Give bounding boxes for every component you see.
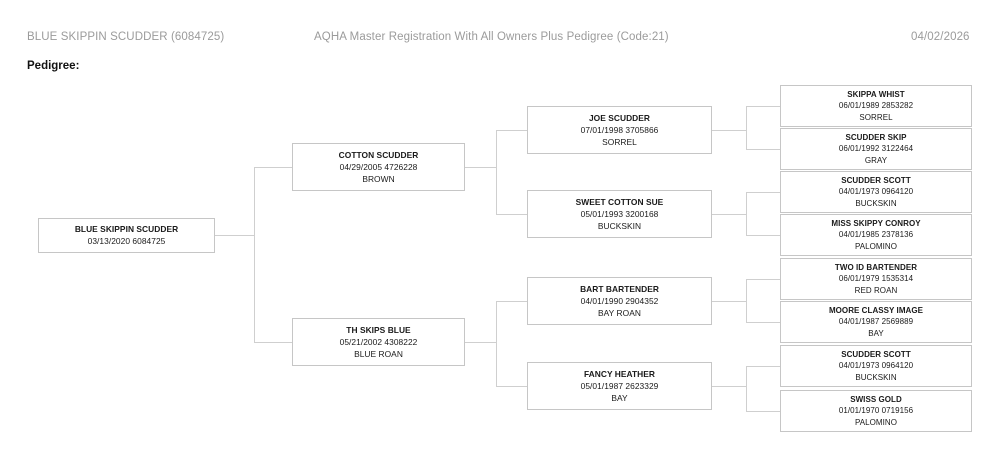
connector-riser-g0g1 <box>253 167 255 342</box>
node-date-registration: 01/01/1970 0719156 <box>838 406 914 416</box>
connector-branch-g0g1-a <box>253 167 292 168</box>
node-coat-color: BUCKSKIN <box>855 198 897 208</box>
node-coat-color: RED ROAN <box>854 285 898 295</box>
node-date-registration: 07/01/1998 3705866 <box>580 124 659 135</box>
node-coat-color: BUCKSKIN <box>855 372 897 382</box>
connector-stem-g1b <box>465 342 496 343</box>
node-name: SWEET COTTON SUE <box>575 196 664 207</box>
connector-branch-g2-3-b <box>746 411 780 412</box>
pedigree-node-g0-0[interactable]: BLUE SKIPPIN SCUDDER 03/13/2020 6084725 <box>38 217 215 253</box>
node-coat-color: BROWN <box>362 174 395 185</box>
connector-stem-g1a <box>465 167 496 168</box>
connector-riser-g2-3 <box>746 366 747 411</box>
node-name: TWO ID BARTENDER <box>834 262 918 272</box>
node-date-registration: 04/01/1973 0964120 <box>838 361 914 371</box>
connector-branch-g2-0-b <box>746 149 780 150</box>
node-date-registration: 06/01/1989 2853282 <box>838 101 914 111</box>
node-date-registration: 04/29/2005 4726228 <box>339 161 418 172</box>
node-date-registration: 04/01/1987 2569889 <box>838 317 914 327</box>
connector-branch-g2-2-a <box>746 279 780 280</box>
connector-stem-g2-0 <box>712 130 746 131</box>
pedigree-section-label: Pedigree: <box>27 60 80 72</box>
node-coat-color: SORREL <box>602 137 637 148</box>
connector-riser-g1a <box>496 130 497 214</box>
header-subject-title: BLUE SKIPPIN SCUDDER (6084725) <box>27 31 225 43</box>
node-name: SWISS GOLD <box>850 394 902 404</box>
node-date-registration: 03/13/2020 6084725 <box>87 236 166 246</box>
node-date-registration: 05/01/1987 2623329 <box>580 380 659 391</box>
connector-stem-g0g1 <box>215 235 254 236</box>
connector-branch-g1a-a <box>496 130 527 131</box>
connector-riser-g2-2 <box>746 279 747 322</box>
node-coat-color: BAY <box>611 393 628 404</box>
connector-branch-g1b-b <box>496 386 527 387</box>
node-coat-color: GRAY <box>864 155 888 165</box>
node-name: SCUDDER SCOTT <box>841 349 911 359</box>
node-name: SKIPPA WHIST <box>847 89 905 99</box>
node-name: BART BARTENDER <box>580 283 659 294</box>
node-date-registration: 04/01/1973 0964120 <box>838 187 914 197</box>
connector-branch-g2-0-a <box>746 106 780 107</box>
connector-branch-g1a-b <box>496 214 527 215</box>
connector-riser-g1b <box>496 301 497 386</box>
node-coat-color: BLUE ROAN <box>354 349 403 360</box>
connector-branch-g0g1-b <box>253 342 292 343</box>
node-name: BLUE SKIPPIN SCUDDER <box>74 223 179 234</box>
node-date-registration: 04/01/1990 2904352 <box>580 295 659 306</box>
node-name: COTTON SCUDDER <box>338 149 419 160</box>
node-name: SCUDDER SKIP <box>845 132 907 142</box>
node-name: JOE SCUDDER <box>588 112 651 123</box>
connector-stem-g2-3 <box>712 386 746 387</box>
node-coat-color: BAY <box>868 328 884 338</box>
connector-riser-g2-1 <box>746 192 747 235</box>
node-name: MISS SKIPPY CONROY <box>831 218 921 228</box>
node-coat-color: SORREL <box>859 112 893 122</box>
node-coat-color: PALOMINO <box>854 417 898 427</box>
header-date: 04/02/2026 <box>911 31 970 43</box>
connector-branch-g2-2-b <box>746 322 780 323</box>
node-name: FANCY HEATHER <box>583 368 656 379</box>
node-date-registration: 05/21/2002 4308222 <box>339 336 418 347</box>
connector-stem-g2-2 <box>712 301 746 302</box>
node-date-registration: 04/01/1985 2378136 <box>838 230 914 240</box>
node-coat-color: BAY ROAN <box>598 308 641 319</box>
node-date-registration: 06/01/1992 3122464 <box>838 144 914 154</box>
header-report-title: AQHA Master Registration With All Owners… <box>314 31 669 43</box>
node-date-registration: 05/01/1993 3200168 <box>580 208 659 219</box>
node-coat-color: PALOMINO <box>854 241 898 251</box>
connector-branch-g1b-a <box>496 301 527 302</box>
node-name: SCUDDER SCOTT <box>841 175 911 185</box>
node-name: MOORE CLASSY IMAGE <box>828 305 924 315</box>
node-coat-color: BUCKSKIN <box>597 221 642 232</box>
node-name: TH SKIPS BLUE <box>346 324 411 335</box>
connector-stem-g2-1 <box>712 214 746 215</box>
connector-branch-g2-1-b <box>746 235 780 236</box>
node-date-registration: 06/01/1979 1535314 <box>838 274 914 284</box>
connector-branch-g2-1-a <box>746 192 780 193</box>
connector-branch-g2-3-a <box>746 366 780 367</box>
connector-riser-g2-0 <box>746 106 747 149</box>
